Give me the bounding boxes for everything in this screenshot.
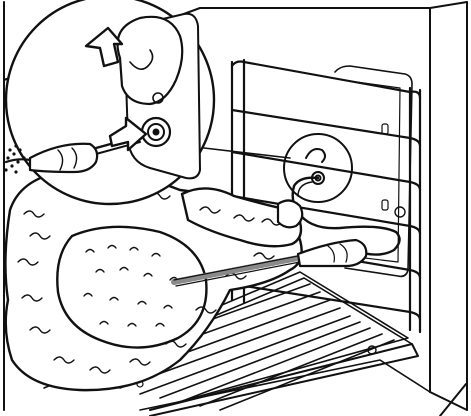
roast-turkey bbox=[5, 171, 301, 390]
magnifier-callout bbox=[4, 0, 290, 204]
frame bbox=[440, 384, 466, 416]
turkey-leg-tip bbox=[278, 200, 302, 227]
probe-socket-detail bbox=[284, 134, 352, 202]
